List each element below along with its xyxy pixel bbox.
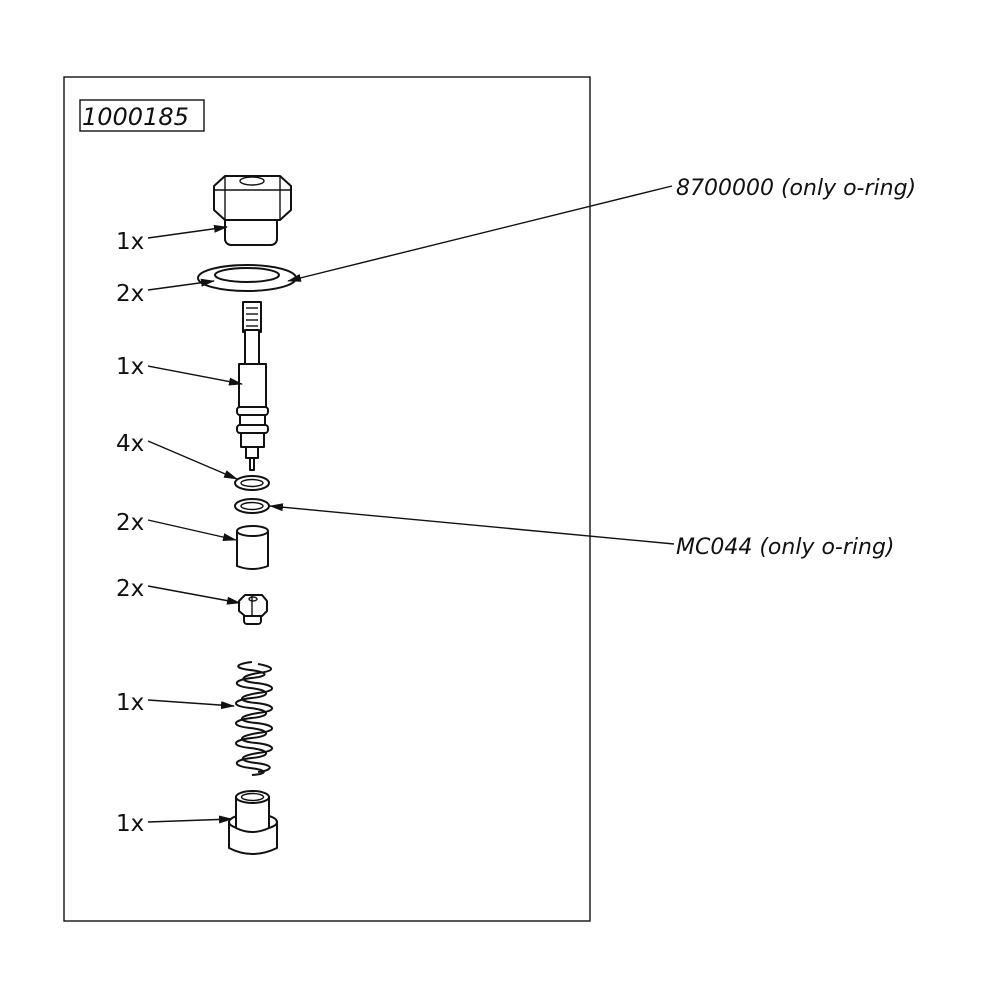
valve-stem-part	[236, 301, 269, 471]
small-oring-part	[234, 475, 270, 491]
ref-label-oring: MC044 (only o-ring)	[676, 535, 895, 560]
seat-part	[228, 790, 278, 855]
leader-stem	[147, 365, 243, 386]
oring-part	[234, 498, 270, 514]
leader-oring-ref	[269, 503, 675, 545]
qty-label-seat: 1x	[116, 811, 144, 837]
leader-small-oring	[147, 440, 238, 480]
washer-part	[197, 264, 297, 292]
ref-label-washer: 8700000 (only o-ring)	[676, 176, 916, 201]
qty-label-stem: 1x	[116, 354, 144, 380]
leader-sleeve	[147, 519, 237, 542]
qty-label-sleeve: 2x	[116, 510, 144, 536]
leader-seat	[147, 815, 233, 824]
qty-label-spring: 1x	[116, 690, 144, 716]
qty-label-washer: 2x	[116, 281, 144, 307]
qty-label-nut: 2x	[116, 576, 144, 602]
qty-label-cap: 1x	[116, 229, 144, 255]
sleeve-part	[236, 525, 269, 570]
leader-washer-ref	[287, 185, 673, 282]
qty-label-small-oring: 4x	[116, 431, 144, 457]
part-number-box: 1000185	[79, 99, 205, 132]
leader-cap	[147, 224, 228, 239]
leader-washer	[147, 278, 215, 291]
small-nut-part	[238, 594, 268, 625]
spring-part	[235, 661, 273, 776]
drawing-frame	[63, 76, 591, 922]
part-number-text: 1000185	[82, 103, 189, 131]
hex-cap-part	[213, 175, 292, 246]
leader-spring	[147, 699, 235, 710]
leader-nut	[147, 585, 241, 605]
